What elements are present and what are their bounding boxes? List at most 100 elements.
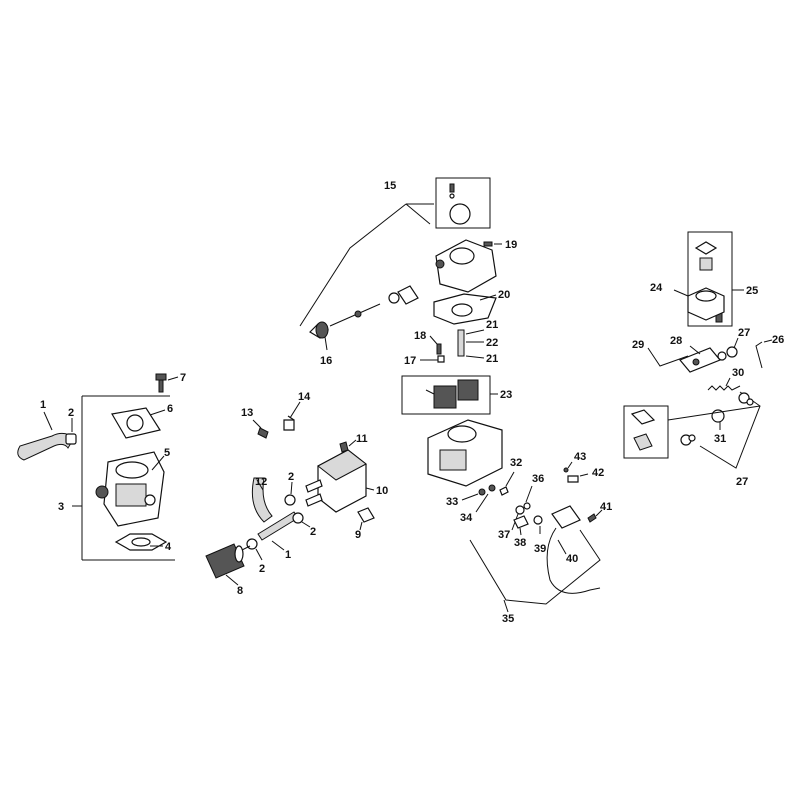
- bushing-part: [717, 351, 727, 361]
- callout-32: 32: [510, 457, 522, 469]
- bushing-part: [630, 409, 656, 425]
- callout-20: 20: [498, 289, 510, 301]
- callout-41: 41: [600, 501, 612, 513]
- hose-clamp-part: [246, 538, 258, 550]
- callout-21-upper: 21: [486, 319, 498, 331]
- pin-part: [437, 355, 445, 363]
- callout-42: 42: [592, 467, 604, 479]
- fuel-pump-body-part: [305, 449, 367, 513]
- hose-clamp-part: [284, 494, 296, 506]
- fuel-filter-part: [205, 543, 251, 579]
- float-part: [425, 379, 479, 409]
- pin-part: [436, 343, 442, 355]
- callout-16: 16: [320, 355, 332, 367]
- callout-34: 34: [460, 512, 473, 524]
- callout-labels: 1 2 3 4 5 6 7 8 9 10 11 12 13 14 15 16 1…: [40, 180, 784, 625]
- needle-part: [457, 329, 465, 357]
- linkage-rod-part: [651, 353, 689, 367]
- o-ring-part: [533, 515, 543, 525]
- callout-43: 43: [574, 451, 586, 463]
- callout-8: 8: [237, 585, 243, 597]
- diaphragm-part: [449, 203, 471, 225]
- callout-31: 31: [714, 433, 726, 445]
- callout-35: 35: [502, 613, 514, 625]
- grommet-part: [633, 433, 653, 451]
- callout-39: 39: [534, 543, 546, 555]
- callout-40: 40: [566, 553, 578, 565]
- callout-14: 14: [298, 391, 311, 403]
- jet-part: [499, 486, 509, 496]
- callout-37: 37: [498, 529, 510, 541]
- callout-26: 26: [772, 334, 784, 346]
- jet-part: [478, 488, 486, 496]
- solenoid-body-part: [546, 505, 601, 594]
- washer-part: [738, 392, 750, 404]
- washer-part: [688, 434, 696, 442]
- callout-3: 3: [58, 501, 64, 513]
- carburetor-bowl-part: [427, 419, 503, 487]
- callout-2-upper-pump: 2: [288, 471, 294, 483]
- callout-36: 36: [532, 473, 544, 485]
- callout-7: 7: [180, 372, 186, 384]
- bolt-part: [155, 373, 167, 393]
- callout-11: 11: [356, 433, 368, 445]
- callout-28: 28: [670, 335, 682, 347]
- washer-part: [746, 398, 754, 406]
- bushing-part: [726, 346, 738, 358]
- hose-clamp-part: [292, 512, 304, 524]
- screw-part: [587, 513, 597, 523]
- spring-part: [699, 257, 713, 271]
- screw-part: [257, 427, 269, 439]
- carburetor-group-left: [17, 373, 179, 561]
- wire-terminal-part: [567, 475, 579, 483]
- screw-part: [483, 241, 493, 247]
- callout-5: 5: [164, 447, 170, 459]
- washer-part: [523, 502, 531, 510]
- spring-part: [707, 385, 741, 391]
- governor-group-right: [623, 231, 773, 469]
- upper-middle-group: [299, 177, 503, 487]
- callout-13: 13: [241, 407, 253, 419]
- governor-spring-link-part: [755, 341, 763, 369]
- solenoid-group: [461, 461, 603, 613]
- fuel-hose-part: [17, 432, 75, 461]
- callout-23: 23: [500, 389, 512, 401]
- spring-cap-part: [694, 241, 718, 255]
- callout-1-left: 1: [40, 399, 46, 411]
- callout-27-upper: 27: [738, 327, 750, 339]
- callout-19: 19: [505, 239, 517, 251]
- callout-6: 6: [167, 403, 173, 415]
- carburetor-top-part: [435, 239, 497, 293]
- fitting-part: [357, 507, 375, 523]
- callout-9: 9: [355, 529, 361, 541]
- callout-18: 18: [414, 330, 426, 342]
- callout-10: 10: [376, 485, 388, 497]
- callout-2-lower-pump: 2: [259, 563, 265, 575]
- carburetor-body-part: [95, 451, 165, 527]
- screw-part: [339, 441, 349, 453]
- callout-30: 30: [732, 367, 744, 379]
- fuel-pump-group: [205, 401, 375, 586]
- clip-part: [283, 415, 295, 431]
- callout-22: 22: [486, 337, 498, 349]
- hose-clamp-part: [65, 433, 77, 445]
- callout-21-lower: 21: [486, 353, 498, 365]
- callout-38: 38: [514, 537, 526, 549]
- callout-17: 17: [404, 355, 416, 367]
- screw-part: [449, 183, 455, 193]
- callout-2-left: 2: [68, 407, 74, 419]
- callout-29: 29: [632, 339, 644, 351]
- washer-part: [515, 505, 525, 515]
- solenoid-nut-part: [513, 515, 529, 529]
- callout-33: 33: [446, 496, 458, 508]
- callout-1-pump: 1: [285, 549, 291, 561]
- callout-4: 4: [165, 541, 172, 553]
- callout-2-right-pump: 2: [310, 526, 316, 538]
- jet-part: [488, 484, 496, 492]
- throttle-lever-part: [679, 347, 721, 373]
- pump-hose-part: [251, 477, 273, 523]
- callout-15: 15: [384, 180, 396, 192]
- callout-27-lower: 27: [736, 476, 748, 488]
- callout-25: 25: [746, 285, 758, 297]
